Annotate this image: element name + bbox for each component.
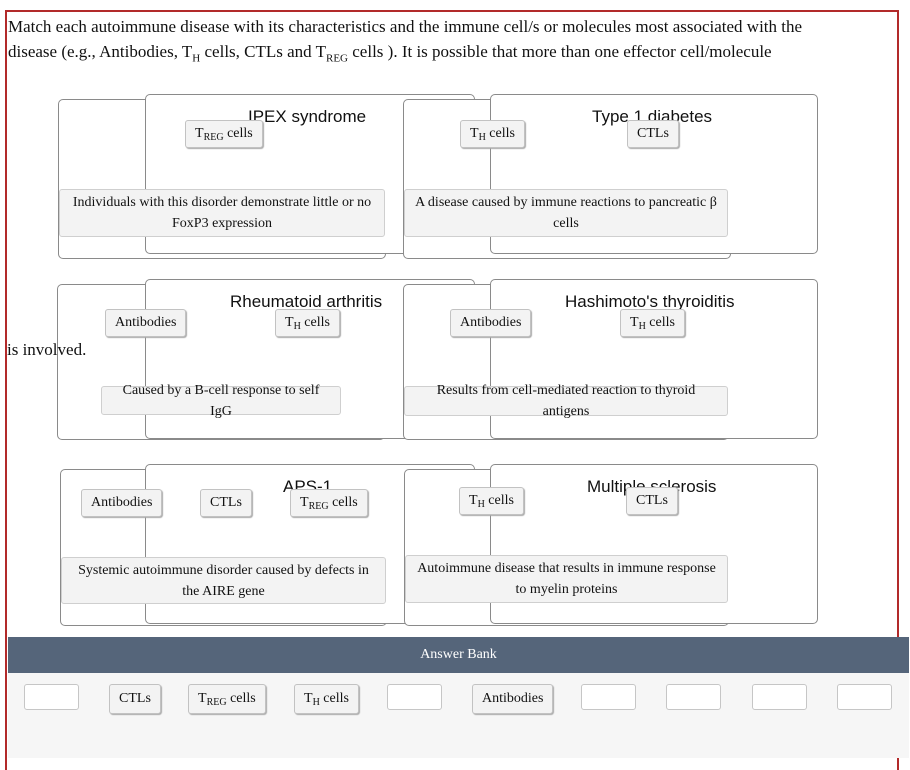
answer-bank-slot[interactable] xyxy=(24,684,79,710)
question-prompt-tail: is involved. xyxy=(7,340,87,359)
answer-bank-slot[interactable] xyxy=(581,684,636,710)
answer-bank-antibodies-chip[interactable]: Antibodies xyxy=(472,684,554,714)
answer-bank-slot[interactable] xyxy=(752,684,807,710)
th-cells-chip[interactable]: TH cells xyxy=(620,309,685,337)
disease-title-ms: Multiple sclerosis xyxy=(587,477,717,496)
th-cells-chip[interactable]: TH cells xyxy=(275,309,340,337)
disease-title-ipex: IPEX syndrome xyxy=(248,107,367,126)
disease-title-hashimoto: Hashimoto's thyroiditis xyxy=(565,292,735,311)
question-prompt: Match each autoimmune disease with its c… xyxy=(8,17,803,65)
treg-cells-chip[interactable]: TREG cells xyxy=(185,120,263,148)
answer-bank-treg-cells-chip[interactable]: TREG cells xyxy=(188,684,266,714)
ctls-chip[interactable]: CTLs xyxy=(627,120,679,148)
answer-bank-slot[interactable] xyxy=(666,684,721,710)
disease-description-t1d[interactable]: A disease caused by immune reactions to … xyxy=(404,189,728,237)
disease-title-ra: Rheumatoid arthritis xyxy=(230,292,383,311)
ctls-chip[interactable]: CTLs xyxy=(200,489,252,517)
antibodies-chip[interactable]: Antibodies xyxy=(105,309,187,337)
disease-description-ms[interactable]: Autoimmune disease that results in immun… xyxy=(405,555,728,603)
answer-bank-ctls-chip[interactable]: CTLs xyxy=(109,684,161,714)
question-frame xyxy=(5,10,899,770)
disease-description-hashimoto[interactable]: Results from cell-mediated reaction to t… xyxy=(404,383,728,419)
answer-bank-th-cells-chip[interactable]: TH cells xyxy=(294,684,359,714)
disease-description-ra[interactable]: Caused by a B-cell response to self IgG xyxy=(101,383,341,419)
disease-title-t1d: Type 1 diabetes xyxy=(592,107,713,126)
th-cells-chip[interactable]: TH cells xyxy=(460,120,525,148)
th-cells-chip[interactable]: TH cells xyxy=(459,487,524,515)
answer-bank-slot[interactable] xyxy=(837,684,892,710)
disease-description-ipex[interactable]: Individuals with this disorder demonstra… xyxy=(59,189,385,237)
disease-description-aps1[interactable]: Systemic autoimmune disorder caused by d… xyxy=(61,557,386,604)
antibodies-chip[interactable]: Antibodies xyxy=(81,489,163,517)
answer-bank-slot[interactable] xyxy=(387,684,442,710)
treg-cells-chip[interactable]: TREG cells xyxy=(290,489,368,517)
answer-bank-header: Answer Bank xyxy=(8,637,909,673)
antibodies-chip[interactable]: Antibodies xyxy=(450,309,532,337)
ctls-chip[interactable]: CTLs xyxy=(626,487,678,515)
